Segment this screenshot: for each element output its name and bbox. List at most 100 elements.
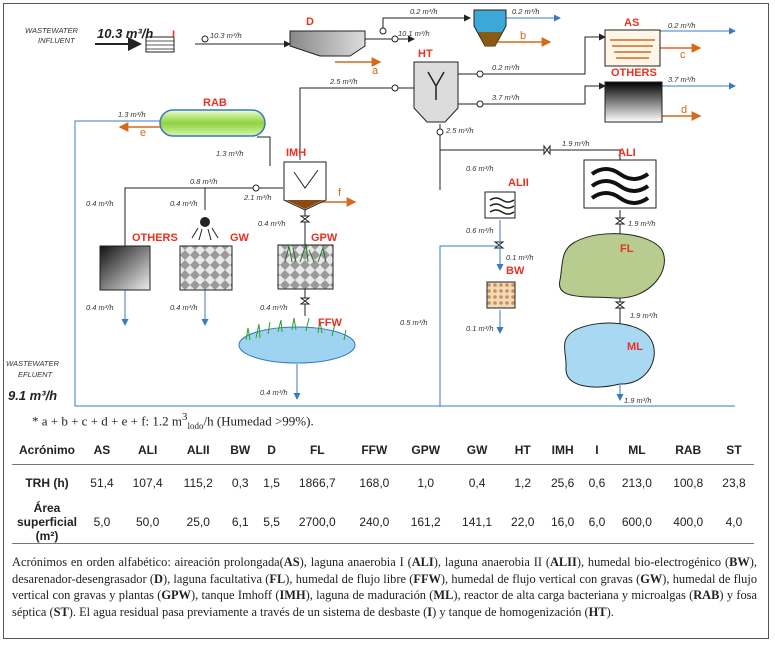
imhoff-tank-unit [283, 161, 327, 211]
aeration-tank-unit [604, 29, 661, 67]
acronym-term: AS [283, 555, 300, 569]
flow-ht-down: 2.5 m³/h [445, 126, 474, 135]
col-header-gw: GW [451, 436, 503, 465]
anaerobic-lagoon-1-unit [583, 159, 657, 209]
flow-bw-out: 0.1 m³/h [466, 324, 494, 333]
acronym-text: ), reactor de alta carga bacteriana y mi… [453, 588, 694, 602]
label-GW: GW [230, 232, 250, 244]
trh-label: TRH (h) [25, 476, 69, 490]
flow-to-alii: 0.6 m³/h [466, 164, 494, 173]
label-ALII: ALII [508, 177, 529, 189]
acronym-text: ), laguna facultativa ( [162, 571, 270, 586]
label-AS: AS [624, 17, 639, 29]
acronym-text: Acrónimos en orden alfabético: aireación… [12, 555, 284, 569]
trh-cell: 168,0 [359, 476, 390, 490]
acronym-text: ), desarenador-desengrasador ( [12, 555, 757, 586]
area-cell: 5,5 [257, 501, 286, 544]
label-RAB: RAB [203, 97, 227, 109]
sludge-b: b [520, 30, 526, 42]
septic-tank-unit [473, 9, 507, 47]
facultative-lagoon-unit [559, 233, 665, 299]
flow-ht-to-others: 3.7 m³/h [492, 93, 520, 102]
flow-i-to-d: 10.3 m³/h [210, 31, 242, 40]
sludge-footnote: * a + b + c + d + e + f: 1.2 m3lodo/h (H… [32, 411, 314, 431]
acronym-term: BW [729, 555, 750, 569]
flow-as-out: 0.2 m³/h [668, 21, 696, 30]
label-HT: HT [418, 48, 433, 60]
rab-reactor-unit [159, 109, 266, 137]
trh-cell: 100,8 [673, 476, 704, 490]
acronym-text: ), humedal de flujo vertical con gravas … [440, 571, 641, 586]
flow-bw-in: 0.1 m³/h [506, 253, 534, 262]
acronym-term: ALI [411, 555, 434, 569]
acronym-text: ). [606, 604, 614, 619]
trh-cell: 1,5 [263, 476, 280, 490]
acronym-text: ), laguna de maduración ( [305, 588, 434, 602]
area-cell: 16,0 [542, 501, 583, 544]
footnote-prefix: * a + b + c + d + e + f: 1.2 m [32, 413, 183, 429]
acronym-term: IMH [279, 588, 306, 602]
sludge-f: f [338, 187, 342, 199]
flow-gw-out: 0.4 m³/h [170, 303, 198, 312]
col-header-d: D [257, 436, 286, 465]
flow-rab-out: 1.3 m³/h [118, 110, 146, 119]
col-header-acronym: Acrónimo [12, 436, 82, 465]
footnote-sub: lodo [187, 420, 204, 431]
trh-cell: 23,8 [722, 476, 746, 490]
acronyms-paragraph: Acrónimos en orden alfabético: aireación… [12, 554, 757, 620]
acronym-term: ALII [549, 555, 577, 569]
effluent-flow: 9.1 m³/h [8, 388, 57, 403]
trh-cell: 51,4 [90, 476, 114, 490]
area-label-line: superficial [16, 515, 78, 529]
trh-cell: 1,2 [514, 476, 532, 490]
acronym-term: HT [588, 604, 607, 619]
maturation-lagoon-unit [564, 322, 655, 388]
flow-d-to-ht: 10.1 m³/h [398, 29, 430, 38]
acronym-term: GPW [161, 588, 191, 602]
acronym-term: FFW [413, 571, 441, 586]
col-header-st: ST [713, 436, 754, 465]
sludge-d: d [681, 104, 687, 116]
col-header-gpw: GPW [400, 436, 452, 465]
acronym-term: ML [433, 588, 454, 602]
others-top-unit [604, 81, 663, 123]
area-cell: 4,0 [713, 501, 754, 544]
area-cell: 50,0 [121, 501, 174, 544]
flow-ht-to-as: 0.2 m³/h [492, 63, 520, 72]
label-ALI: ALI [618, 147, 636, 159]
label-OTHERS-left: OTHERS [132, 232, 178, 244]
label-FL: FL [620, 243, 634, 255]
acronym-term: RAB [693, 588, 720, 602]
acronym-text: ) y tanque de homogenización ( [432, 604, 589, 619]
area-cell: 2700,0 [285, 501, 349, 544]
trh-cell: 1866,7 [298, 476, 336, 490]
anaerobic-lagoon-2-unit [484, 191, 516, 219]
area-cell: 600,0 [611, 501, 663, 544]
sludge-c: c [680, 49, 686, 61]
flow-ali-out: 1.9 m³/h [628, 219, 656, 228]
planted-gravel-wetland-unit [277, 243, 334, 290]
area-cell: 25,0 [173, 501, 224, 544]
flow-st-out: 0.2 m³/h [512, 7, 540, 16]
acronym-text: ), laguna anaerobia I ( [299, 555, 412, 569]
trh-cell: 0,6 [588, 476, 606, 490]
label-FFW: FFW [318, 317, 342, 329]
col-header-i: I [582, 436, 612, 465]
col-header-ali: ALI [121, 436, 174, 465]
col-header-fl: FL [285, 436, 349, 465]
grit-chamber-unit [289, 30, 366, 57]
free-flow-wetland-unit [238, 317, 356, 364]
acronym-term: D [154, 571, 163, 586]
area-cell: 240,0 [348, 501, 401, 544]
flow-fl-ml: 1.9 m³/h [630, 311, 658, 320]
label-BW: BW [506, 265, 525, 277]
col-header-as: AS [82, 436, 122, 465]
influent-label-1: WASTEWATER [25, 26, 79, 35]
flow-rab-in: 1.3 m³/h [216, 149, 244, 158]
area-label-line: (m²) [35, 529, 59, 543]
flow-bypass: 0.5 m³/h [400, 318, 428, 327]
